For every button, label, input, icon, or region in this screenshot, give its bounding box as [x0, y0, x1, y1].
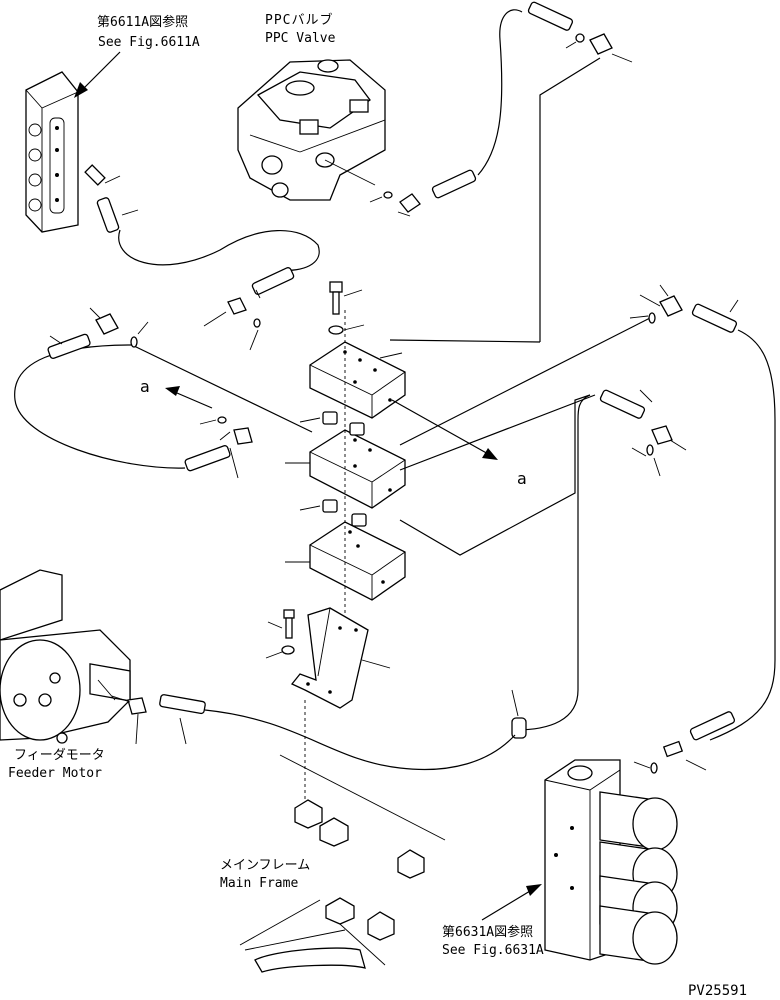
mounting-bracket: [265, 607, 391, 709]
upper-left-fittings: [203, 267, 295, 351]
view-a-label-right: a: [517, 469, 527, 488]
hose-left-loop: [14, 344, 313, 469]
valve-block-middle: [309, 429, 406, 509]
ppc-valve-en: PPC Valve: [265, 31, 336, 46]
ref-6611a-en: See Fig.6611A: [98, 35, 200, 50]
leader-6611a: [74, 51, 121, 98]
leader-6631a: [481, 884, 542, 921]
main-frame: [239, 700, 446, 973]
right-upper-fittings: [629, 284, 739, 333]
ref-6631a-en: See Fig.6631A: [442, 943, 544, 958]
line-top-right-down: [539, 57, 601, 342]
ref-6611a-jp: 第6611A図参照: [97, 15, 189, 30]
top-bolt: [328, 281, 365, 335]
view-a-arrow-left: [165, 386, 213, 409]
hose-feeder-motor: [204, 709, 516, 771]
left-valve-fitting: [84, 164, 139, 233]
ppc-fittings: [324, 159, 477, 217]
valve-block-lower: [309, 521, 406, 601]
top-right-fittings: [527, 1, 633, 63]
line-block-right-2: [399, 394, 596, 471]
line-block-right-3: [399, 394, 591, 556]
main-frame-en: Main Frame: [220, 876, 299, 891]
line-right-loop: [514, 394, 591, 731]
ppc-valve-jp: PPCバルブ: [265, 13, 334, 28]
hose-clamp: [511, 689, 527, 739]
left-control-valve: [25, 71, 79, 233]
right-valve-fittings: [633, 711, 736, 774]
feeder-motor-en: Feeder Motor: [8, 766, 102, 781]
view-a-arrow-right: [391, 399, 498, 460]
left-loop-fittings: [47, 307, 253, 479]
main-frame-jp: メインフレーム: [220, 858, 311, 873]
right-middle-fittings: [599, 389, 687, 477]
ref-6631a-jp: 第6631A図参照: [442, 925, 534, 940]
feeder-motor-jp: フィーダモータ: [14, 748, 105, 763]
block-spacers: [299, 411, 367, 527]
valve-block-upper: [309, 341, 406, 419]
line-a: [389, 339, 541, 343]
hose-ppc-top: [477, 9, 523, 176]
hose-right-loop: [709, 329, 776, 741]
hose-left-valve: [118, 229, 320, 271]
feeder-motor: [0, 569, 131, 744]
drawing-number: PV25591: [688, 983, 748, 999]
block-leaders: [285, 352, 403, 563]
right-control-valve: [544, 759, 678, 965]
line-block-right-1: [399, 317, 651, 446]
view-a-label-left: a: [140, 377, 150, 396]
ppc-valve: [237, 59, 386, 201]
feeder-motor-fittings: [111, 694, 206, 745]
